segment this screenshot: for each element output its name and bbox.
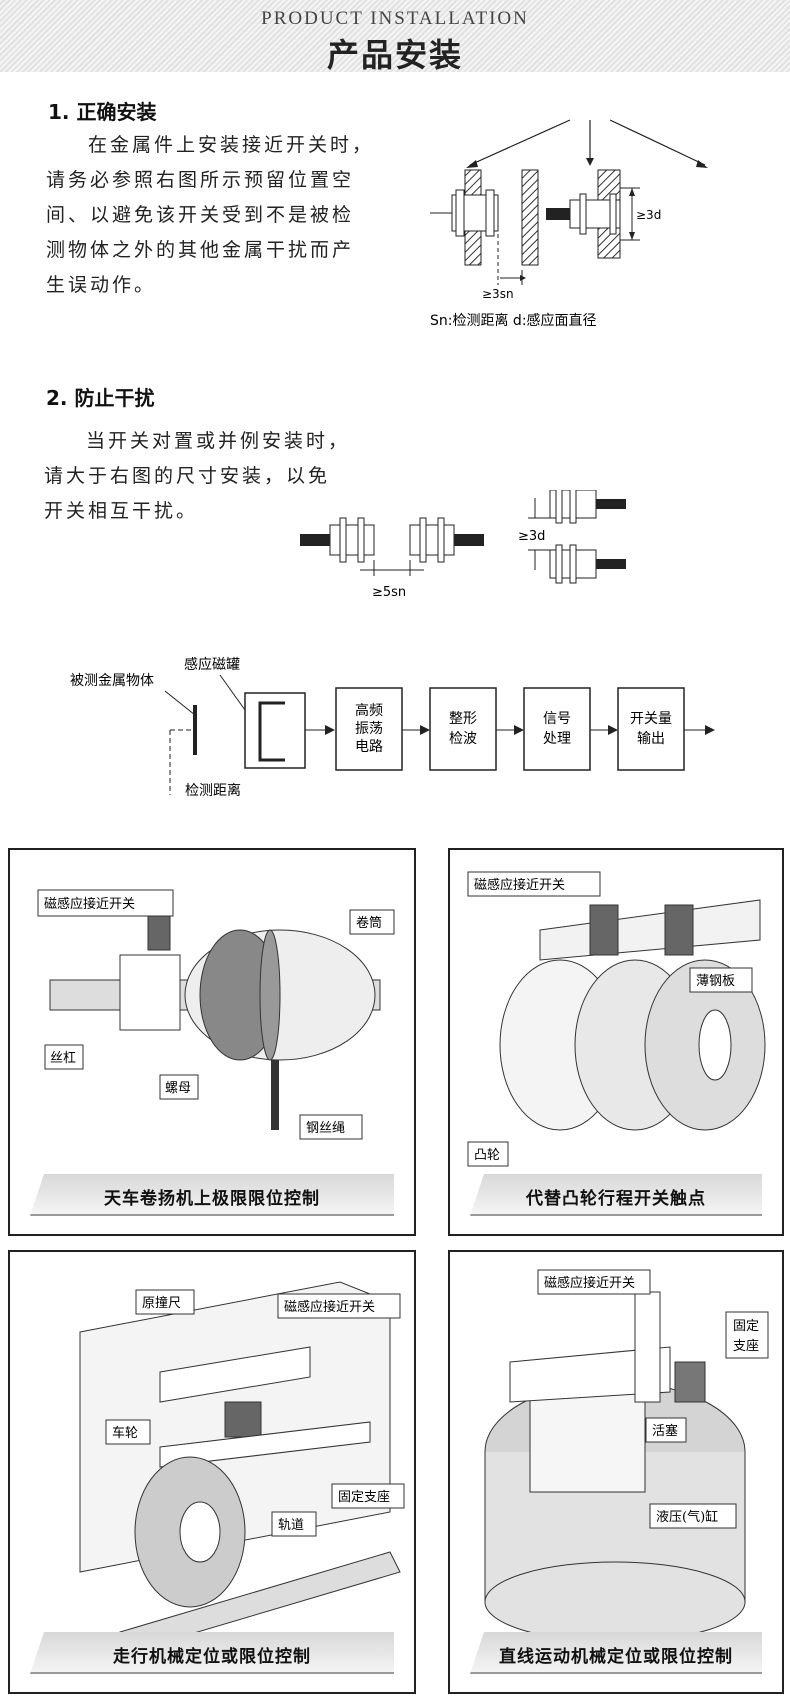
section2-line: 开关相互干扰。	[44, 500, 199, 522]
block-2-line2: 检波	[449, 731, 477, 747]
p2-caption: 代替凸轮行程开关触点	[526, 1189, 706, 1209]
p2-label-cam: 凸轮	[474, 1148, 500, 1163]
p4-caption: 直线运动机械定位或限位控制	[499, 1647, 733, 1667]
section2-line: 当开关对置或并例安装时，	[86, 430, 351, 452]
p2-caption-band: 代替凸轮行程开关触点	[470, 1174, 762, 1216]
p4-label-bracket: 支座	[733, 1339, 759, 1354]
coil-label: 感应磁罐	[184, 656, 240, 673]
p2-label-plate: 薄钢板	[696, 974, 735, 989]
distance-label: 检测距离	[185, 782, 241, 799]
panel-cylinder: 磁感应接近开关 固定 支座 活塞 液压(气)缸 直线运动机械定位或限位控制	[448, 1250, 784, 1694]
p1-label-sensor: 磁感应接近开关	[44, 896, 135, 912]
p4-caption-band: 直线运动机械定位或限位控制	[470, 1632, 762, 1674]
section1-line: 生误动作。	[46, 274, 157, 296]
section2-text: 当开关对置或并例安装时， 请大于右图的尺寸安装，以免 开关相互干扰。	[44, 424, 404, 529]
section1-line: 测物体之外的其他金属干扰而产	[46, 239, 355, 261]
p3-caption-band: 走行机械定位或限位控制	[30, 1632, 394, 1674]
block-3-line1: 信号	[543, 711, 571, 727]
p1-label-rope: 钢丝绳	[306, 1121, 345, 1136]
travel-illustration: 原撞尺 磁感应接近开关 车轮 轨道 固定支座	[79, 1281, 405, 1653]
figure1-caption: Sn:检测距离 d:感应面直径	[430, 312, 597, 329]
block-2-line1: 整形	[449, 711, 477, 727]
cylinder-illustration: 磁感应接近开关 固定 支座 活塞 液压(气)缸	[484, 1269, 769, 1643]
block-1-line1: 高频	[355, 702, 383, 719]
p2-label-sensor: 磁感应接近开关	[474, 877, 565, 893]
section2-line: 请大于右图的尺寸安装，以免	[44, 465, 331, 487]
dim-5sn: ≥5sn	[372, 585, 406, 600]
block-1-line3: 电路	[355, 739, 383, 755]
panel-hoist: 磁感应接近开关 卷筒 丝杠 螺母 钢丝绳 天车卷扬机上极限限位控制	[8, 848, 416, 1236]
block-4-line2: 输出	[637, 731, 665, 747]
panel-travel: 原撞尺 磁感应接近开关 车轮 轨道 固定支座 走行机械定位或限位控制	[8, 1250, 416, 1694]
section1-line: 间、以避免该开关受到不是被检	[46, 204, 355, 226]
p1-label-screw: 丝杠	[50, 1050, 76, 1066]
block-3-line2: 处理	[543, 731, 571, 747]
p4-label-sensor: 磁感应接近开关	[544, 1275, 635, 1291]
section1-title: 1. 正确安装	[48, 100, 157, 124]
section1-text: 在金属件上安装接近开关时， 请务必参照右图所示预留位置空 间、以避免该开关受到不…	[46, 128, 406, 303]
section1-line: 在金属件上安装接近开关时，	[88, 134, 375, 156]
dim-3d-2: ≥3d	[518, 529, 545, 544]
target-label: 被测金属物体	[70, 673, 154, 689]
p4-label-cylinder: 液压(气)缸	[656, 1509, 718, 1525]
p1-caption: 天车卷扬机上极限限位控制	[104, 1189, 320, 1209]
header-title-en: PRODUCT INSTALLATION	[261, 8, 529, 29]
p1-caption-band: 天车卷扬机上极限限位控制	[30, 1174, 394, 1216]
section1-line: 请务必参照右图所示预留位置空	[46, 169, 355, 191]
p3-label-wheel: 车轮	[112, 1425, 138, 1441]
p3-label-track: 轨道	[278, 1518, 304, 1533]
block-1-line2: 振荡	[355, 721, 383, 737]
page-header: PRODUCT INSTALLATION 产品安装	[0, 0, 790, 74]
section2-title: 2. 防止干扰	[46, 386, 155, 410]
p3-label-bracket: 固定支座	[338, 1490, 390, 1505]
interference-figure: ≥5sn ≥3d	[300, 490, 626, 600]
correct-installation-figure: ≥3sn ≥3d Sn:检测距离 d:感应面直径	[430, 119, 708, 329]
dim-3sn: ≥3sn	[482, 287, 514, 301]
p3-label-striker: 原撞尺	[142, 1296, 181, 1311]
dim-3d-1: ≥3d	[636, 208, 661, 222]
p4-label-piston: 活塞	[652, 1423, 678, 1439]
p3-caption: 走行机械定位或限位控制	[113, 1647, 311, 1667]
block-4-line1: 开关量	[630, 711, 672, 727]
p4-label-fixed: 固定	[733, 1319, 759, 1334]
p1-label-nut: 螺母	[165, 1081, 191, 1096]
p3-label-sensor: 磁感应接近开关	[284, 1299, 375, 1315]
p1-label-drum: 卷筒	[356, 915, 382, 931]
panel-cam: 磁感应接近开关 薄钢板 凸轮 代替凸轮行程开关触点	[448, 848, 784, 1236]
header-title-cn: 产品安装	[326, 36, 463, 74]
hoist-illustration: 磁感应接近开关 卷筒 丝杠 螺母 钢丝绳	[37, 889, 395, 1140]
cam-illustration: 磁感应接近开关 薄钢板 凸轮	[467, 871, 766, 1167]
block-diagram: 被测金属物体 感应磁罐 检测距离 高频 振荡 电路 整形 检波 信号 处理 开关…	[70, 656, 715, 799]
